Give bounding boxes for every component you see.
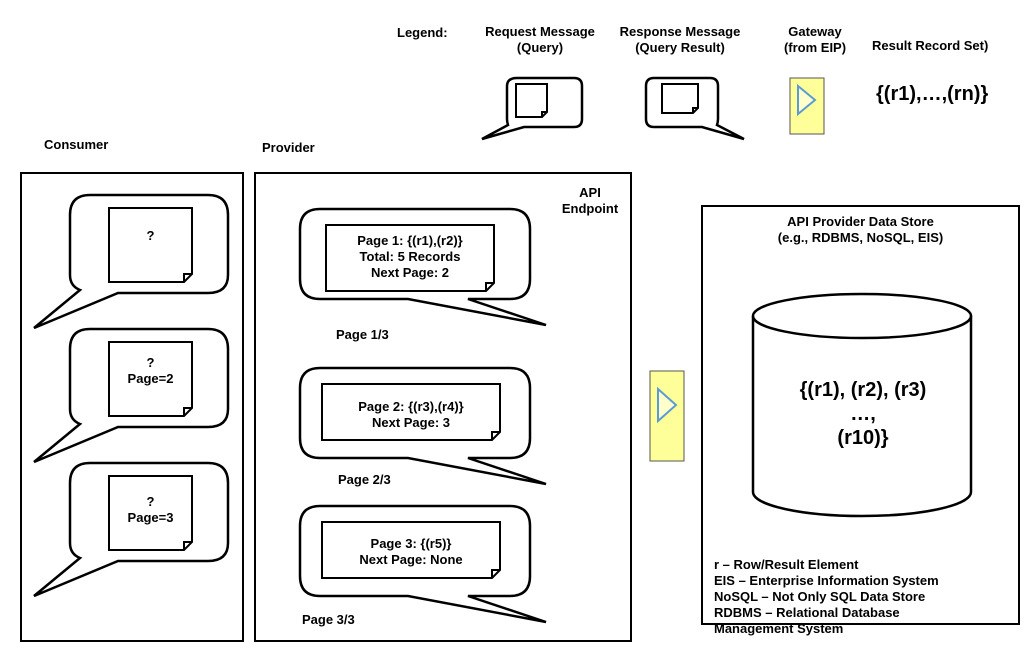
consumer-request-2-text: ? Page=2 bbox=[127, 355, 174, 386]
api-endpoint-label: API Endpoint bbox=[561, 185, 619, 216]
datastore-notes: r – Row/Result Element EIS – Enterprise … bbox=[714, 557, 939, 636]
legend-result-set-value: {(r1),…,(rn)} bbox=[876, 83, 989, 105]
legend-gateway-icon bbox=[789, 77, 825, 135]
provider-response-1-caption: Page 1/3 bbox=[336, 327, 389, 342]
provider-response-2-text: Page 2: {(r3),(r4)} Next Page: 3 bbox=[358, 399, 464, 430]
consumer-request-bubble bbox=[33, 193, 230, 330]
provider-response-3-caption: Page 3/3 bbox=[302, 612, 355, 627]
consumer-request-bubble bbox=[33, 327, 230, 464]
provider-response-1-text: Page 1: {(r1),(r2)} Total: 5 Records Nex… bbox=[357, 233, 463, 280]
provider-response-2-caption: Page 2/3 bbox=[338, 472, 391, 487]
provider-response-3-text: Page 3: {(r5)} Next Page: None bbox=[359, 536, 463, 567]
provider-label: Provider bbox=[262, 140, 315, 155]
database-cylinder-icon bbox=[751, 292, 973, 518]
consumer-request-bubble bbox=[33, 461, 230, 598]
legend-gateway-label: Gateway (from EIP) bbox=[783, 24, 847, 55]
legend-response-icon bbox=[644, 76, 745, 141]
consumer-label: Consumer bbox=[44, 137, 109, 152]
legend-request-icon bbox=[481, 76, 584, 141]
provider-response-bubble bbox=[298, 207, 547, 327]
legend-request-label: Request Message (Query) bbox=[485, 24, 595, 55]
datastore-records: {(r1), (r2), (r3) …, (r10)} bbox=[799, 379, 927, 449]
legend-result-set-label: Result Record Set) bbox=[872, 38, 989, 53]
provider-response-bubble bbox=[298, 366, 547, 486]
consumer-request-1-text: ? bbox=[146, 228, 155, 243]
legend-title: Legend: bbox=[397, 25, 448, 40]
provider-response-bubble bbox=[298, 504, 547, 624]
consumer-request-3-text: ? Page=3 bbox=[127, 494, 174, 525]
datastore-title: API Provider Data Store (e.g., RDBMS, No… bbox=[777, 214, 944, 245]
gateway-icon bbox=[649, 370, 685, 462]
legend-response-label: Response Message (Query Result) bbox=[619, 24, 741, 55]
